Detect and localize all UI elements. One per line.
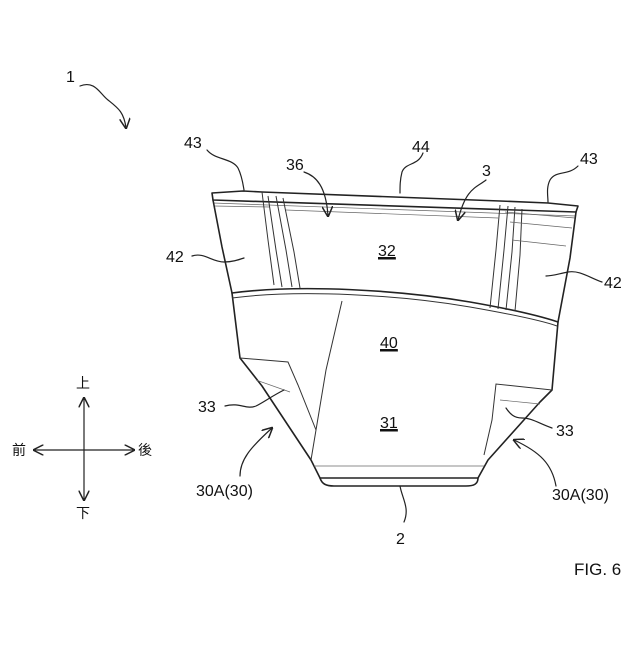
left-side-flap [240,358,316,430]
ref-30a-right: 30A(30) [552,487,609,504]
ref-33-right: 33 [556,423,574,440]
direction-back-label: 後 [138,443,152,459]
right-side-flap [484,384,552,455]
figure-caption: FIG. 6 [574,560,621,579]
ref-32: 32 [378,243,396,260]
ref-30a-left: 30A(30) [196,483,253,500]
ref-44: 44 [412,139,430,156]
ref-36: 36 [286,157,304,174]
direction-down-label: 下 [76,506,90,522]
ref-42-right: 42 [604,275,622,292]
ref-43-left: 43 [184,135,202,152]
ref-31: 31 [380,415,398,432]
ref-3: 3 [482,163,491,180]
direction-front-label: 前 [12,442,26,459]
ref-42-left: 42 [166,249,184,266]
ref-40: 40 [380,335,398,352]
reference-numerals: 1 43 44 43 36 3 42 42 32 40 31 33 33 30A… [66,69,622,548]
top-band-outline [212,191,578,212]
direction-indicator: 上 下 前 後 [12,376,152,522]
ref-33-left: 33 [198,399,216,416]
ref-2: 2 [396,531,405,548]
bottom-edge [320,478,478,486]
direction-up-label: 上 [76,376,90,392]
ref-1: 1 [66,69,75,86]
ref-43-right: 43 [580,151,598,168]
